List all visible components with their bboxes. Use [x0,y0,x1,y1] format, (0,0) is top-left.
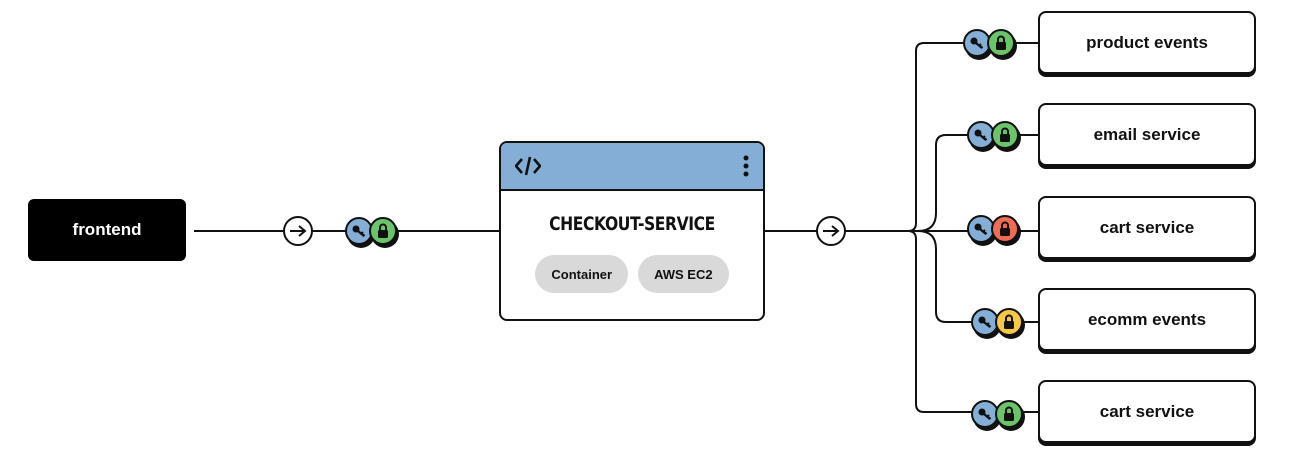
card-header [501,143,763,191]
frontend-node[interactable]: frontend [28,199,186,261]
outbound-arrow-icon[interactable] [816,216,846,246]
target-auth-badge[interactable] [967,215,1023,247]
target-auth-badge[interactable] [971,308,1027,340]
service-tags: Container AWS EC2 [501,255,763,293]
key-icon [967,121,995,149]
target-label: cart service [1099,401,1195,421]
inbound-auth-badge[interactable] [345,217,401,249]
tag-chip: AWS EC2 [638,255,729,293]
key-icon [963,29,991,57]
target-label: email service [1093,124,1201,144]
target-auth-badge[interactable] [963,29,1019,61]
inbound-arrow-icon[interactable] [283,216,313,246]
target-node-cart-service-2[interactable]: cart service [1038,380,1256,443]
lock-icon [995,400,1023,428]
lock-icon [991,121,1019,149]
target-label: product events [1086,32,1208,52]
tag-chip: Container [535,255,629,293]
frontend-label: frontend [72,220,142,239]
target-auth-badge[interactable] [971,400,1027,432]
target-node-ecomm-events[interactable]: ecomm events [1038,288,1256,351]
fanout-line-email-service [917,134,1038,232]
lock-icon [991,215,1019,243]
target-node-email-service[interactable]: email service [1038,103,1256,166]
lock-icon [995,308,1023,336]
target-node-product-events[interactable]: product events [1038,11,1256,74]
key-icon [345,217,373,245]
lock-icon [987,29,1015,57]
target-auth-badge[interactable] [967,121,1023,153]
target-node-cart-service[interactable]: cart service [1038,196,1256,259]
target-label: ecomm events [1087,309,1207,329]
target-label: cart service [1099,217,1195,237]
fanout-line-ecomm-events [917,230,1038,323]
lock-icon [369,217,397,245]
service-title: CHECKOUT-SERVICE [549,213,715,235]
more-menu-icon[interactable] [743,155,749,182]
code-icon [514,155,542,182]
checkout-service-card[interactable]: CHECKOUT-SERVICE Container AWS EC2 [499,141,765,321]
